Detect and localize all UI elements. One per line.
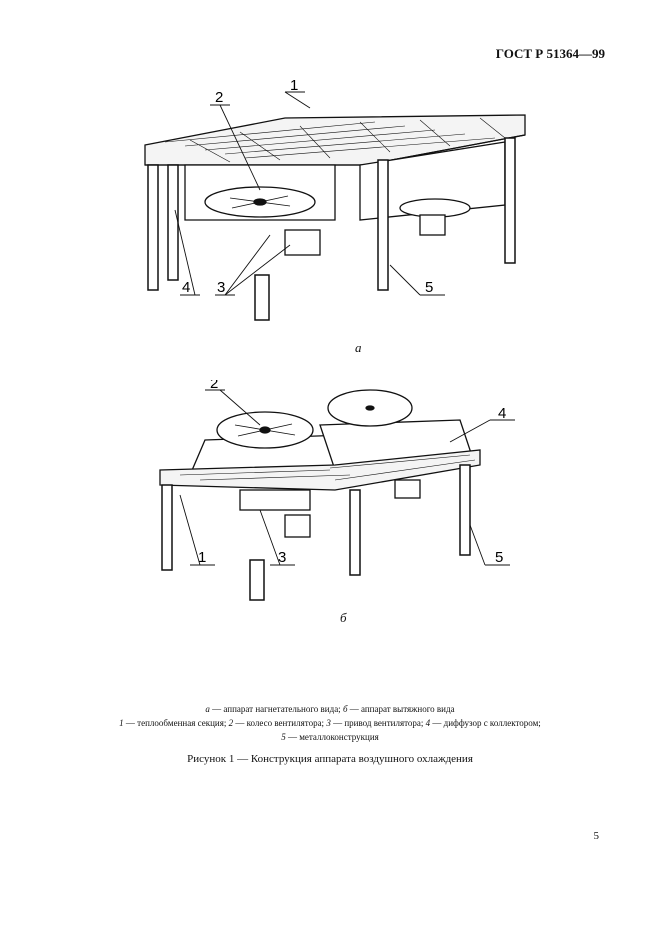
legend-text-2: — колесо вентилятора; — [233, 718, 327, 728]
callout-2: 2 — [210, 380, 218, 392]
page-number: 5 — [593, 830, 600, 842]
fan-drive-b — [284, 514, 311, 538]
legend-b-letter: б — [342, 704, 348, 714]
figure-a-sublabel: а — [355, 340, 362, 355]
support-leg — [147, 164, 159, 291]
figure-legend: а — аппарат нагнетательного вида; б — ап… — [40, 702, 620, 744]
callout-2: 2 — [215, 89, 223, 106]
legend-text-3: — привод вентилятора; — [330, 718, 426, 728]
figure-a-svg: 1 2 4 3 5 — [144, 80, 526, 321]
legend-text-1: — теплообменная секция; — [123, 718, 229, 728]
legend-num-3: 3 — [326, 718, 331, 728]
legend-line-3: 5 — металлоконструкция — [40, 730, 620, 744]
callout-1: 1 — [290, 80, 298, 94]
legend-num-4: 4 — [425, 718, 431, 728]
heat-exchange-section-b — [159, 449, 481, 491]
legend-num-5: 5 — [281, 732, 286, 742]
legend-line-2: 1 — теплообменная секция; 2 — колесо вен… — [40, 716, 620, 730]
callout-3: 3 — [278, 549, 286, 566]
legend-num-2: 2 — [228, 718, 234, 728]
legend-a-letter: а — [205, 704, 210, 714]
fan-wheel-a2 — [399, 198, 471, 218]
support-leg-b — [161, 484, 173, 571]
legend-num-1: 1 — [119, 718, 124, 728]
standard-code: ГОСТ Р 51364—99 — [495, 46, 605, 61]
callout-5: 5 — [425, 279, 433, 296]
figure-b-drawing: 2 4 1 3 5 — [120, 380, 550, 620]
figure-title: Рисунок 1 — Конструкция аппарата воздушн… — [187, 753, 473, 765]
callout-4: 4 — [182, 279, 190, 296]
legend-b-text: — аппарат вытяжного вида — [347, 704, 455, 714]
figure-b-svg: 2 4 1 3 5 — [159, 380, 515, 601]
figure-b-sublabel: б — [340, 610, 347, 625]
callout-4: 4 — [498, 405, 506, 422]
figure-a-drawing: 1 2 4 3 5 — [120, 80, 550, 340]
legend-text-5: — металлоконструкция — [285, 732, 379, 742]
legend-text-4: — диффузор с коллектором; — [430, 718, 541, 728]
callout-1: 1 — [198, 549, 206, 566]
legend-line-1: а — аппарат нагнетательного вида; б — ап… — [40, 702, 620, 716]
legend-a-text: — аппарат нагнетательного вида; — [209, 704, 343, 714]
callout-3: 3 — [217, 279, 225, 296]
callout-5: 5 — [495, 549, 503, 566]
fan-drive-a — [284, 229, 321, 256]
